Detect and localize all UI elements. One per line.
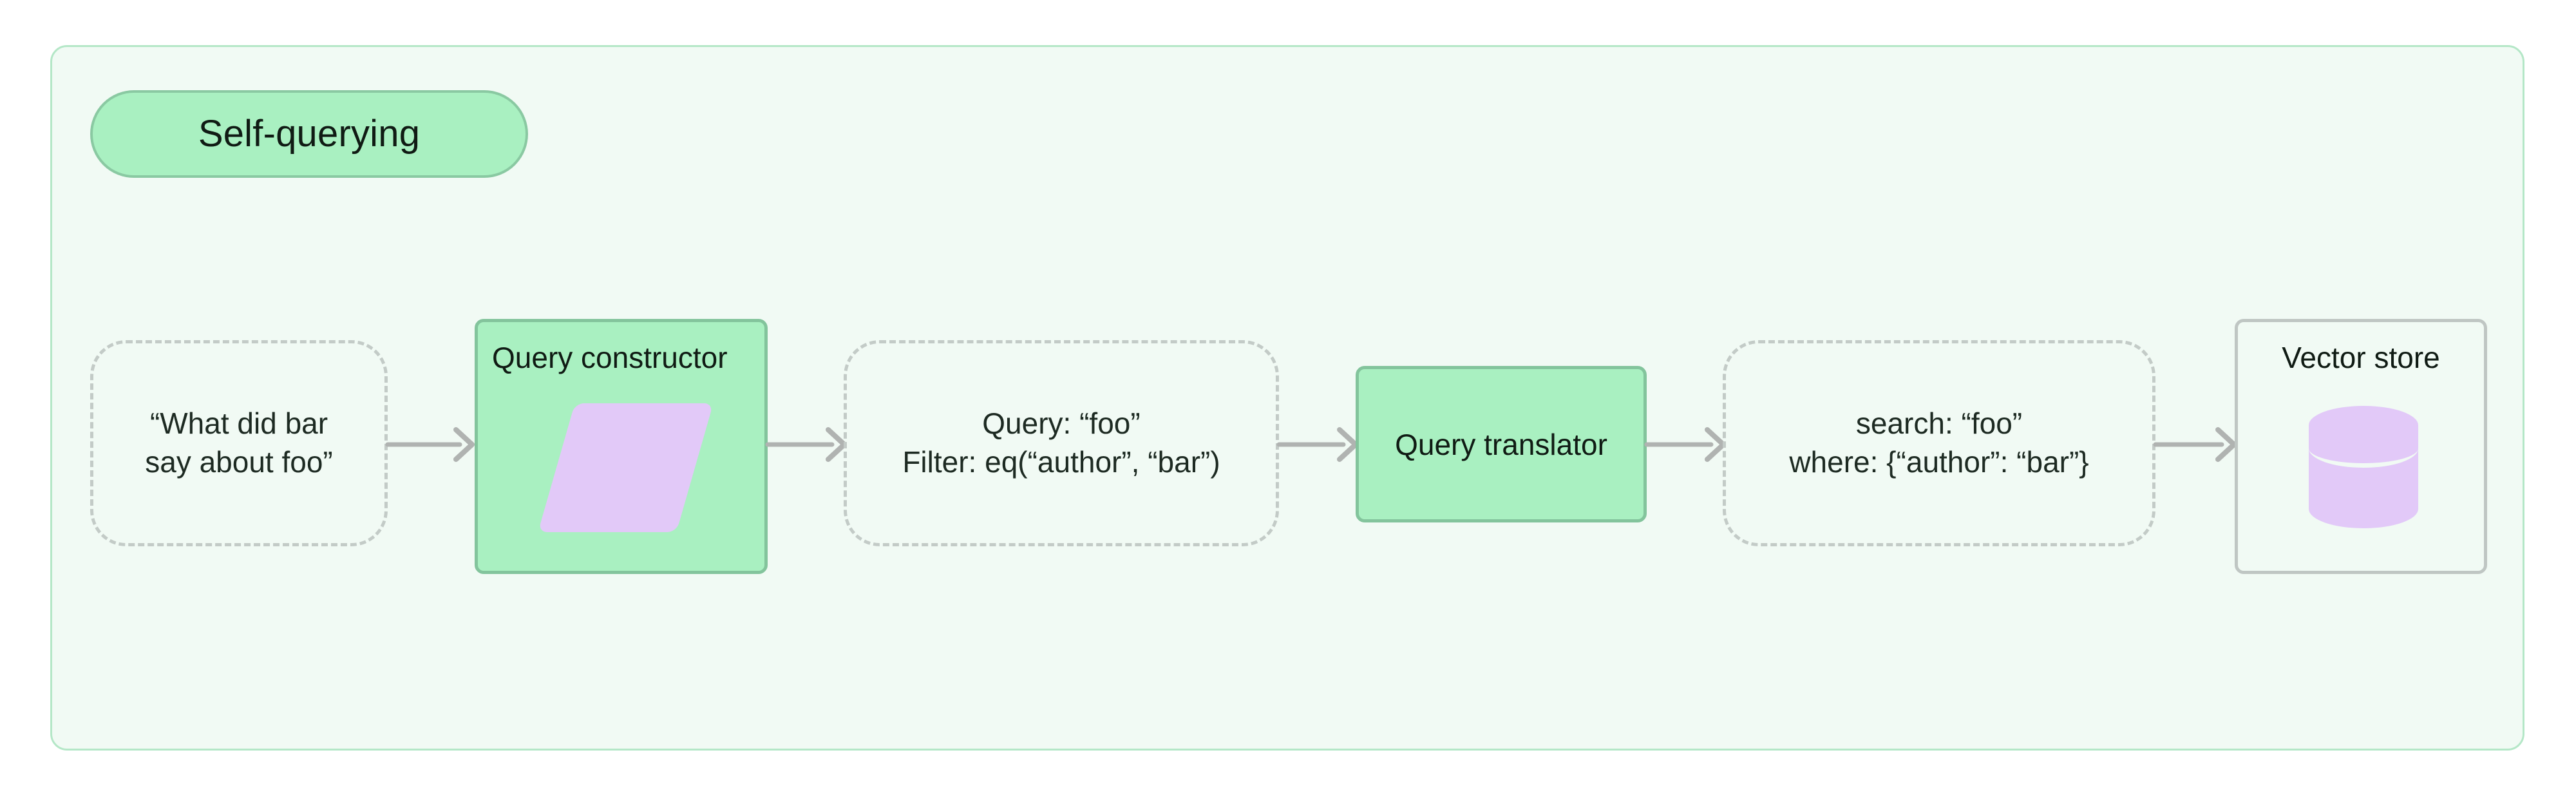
node-structured-query-line-2: Filter: eq(“author”, “bar”) (902, 445, 1220, 479)
node-native-query-line-1: search: “foo” (1855, 407, 2023, 441)
cylinder-seam (2309, 429, 2418, 468)
node-native-query[interactable]: search: “foo” where: {“author”: “bar”} (1723, 340, 2155, 546)
node-vector-store[interactable]: Vector store (2235, 319, 2487, 574)
parallelogram-icon (538, 403, 714, 532)
node-user-question[interactable]: “What did bar say about foo” (90, 340, 388, 546)
node-query-constructor-title: Query constructor (492, 341, 728, 374)
node-structured-query-line-1: Query: “foo” (982, 407, 1141, 441)
node-query-constructor[interactable]: Query constructor (475, 319, 768, 574)
node-query-translator[interactable]: Query translator (1356, 366, 1647, 522)
database-cylinder-icon (2309, 406, 2418, 528)
node-vector-store-title: Vector store (2282, 341, 2440, 374)
subgraph-title-label: Self-querying (198, 113, 421, 155)
node-native-query-line-2: where: {“author”: “bar”} (1789, 445, 2089, 479)
node-structured-query[interactable]: Query: “foo” Filter: eq(“author”, “bar”) (844, 340, 1279, 546)
node-user-question-line-2: say about foo” (145, 445, 333, 479)
subgraph-title-badge: Self-querying (90, 90, 528, 178)
cylinder-bottom (2309, 490, 2418, 528)
node-query-translator-title: Query translator (1395, 427, 1607, 461)
node-user-question-line-1: “What did bar (149, 407, 328, 441)
